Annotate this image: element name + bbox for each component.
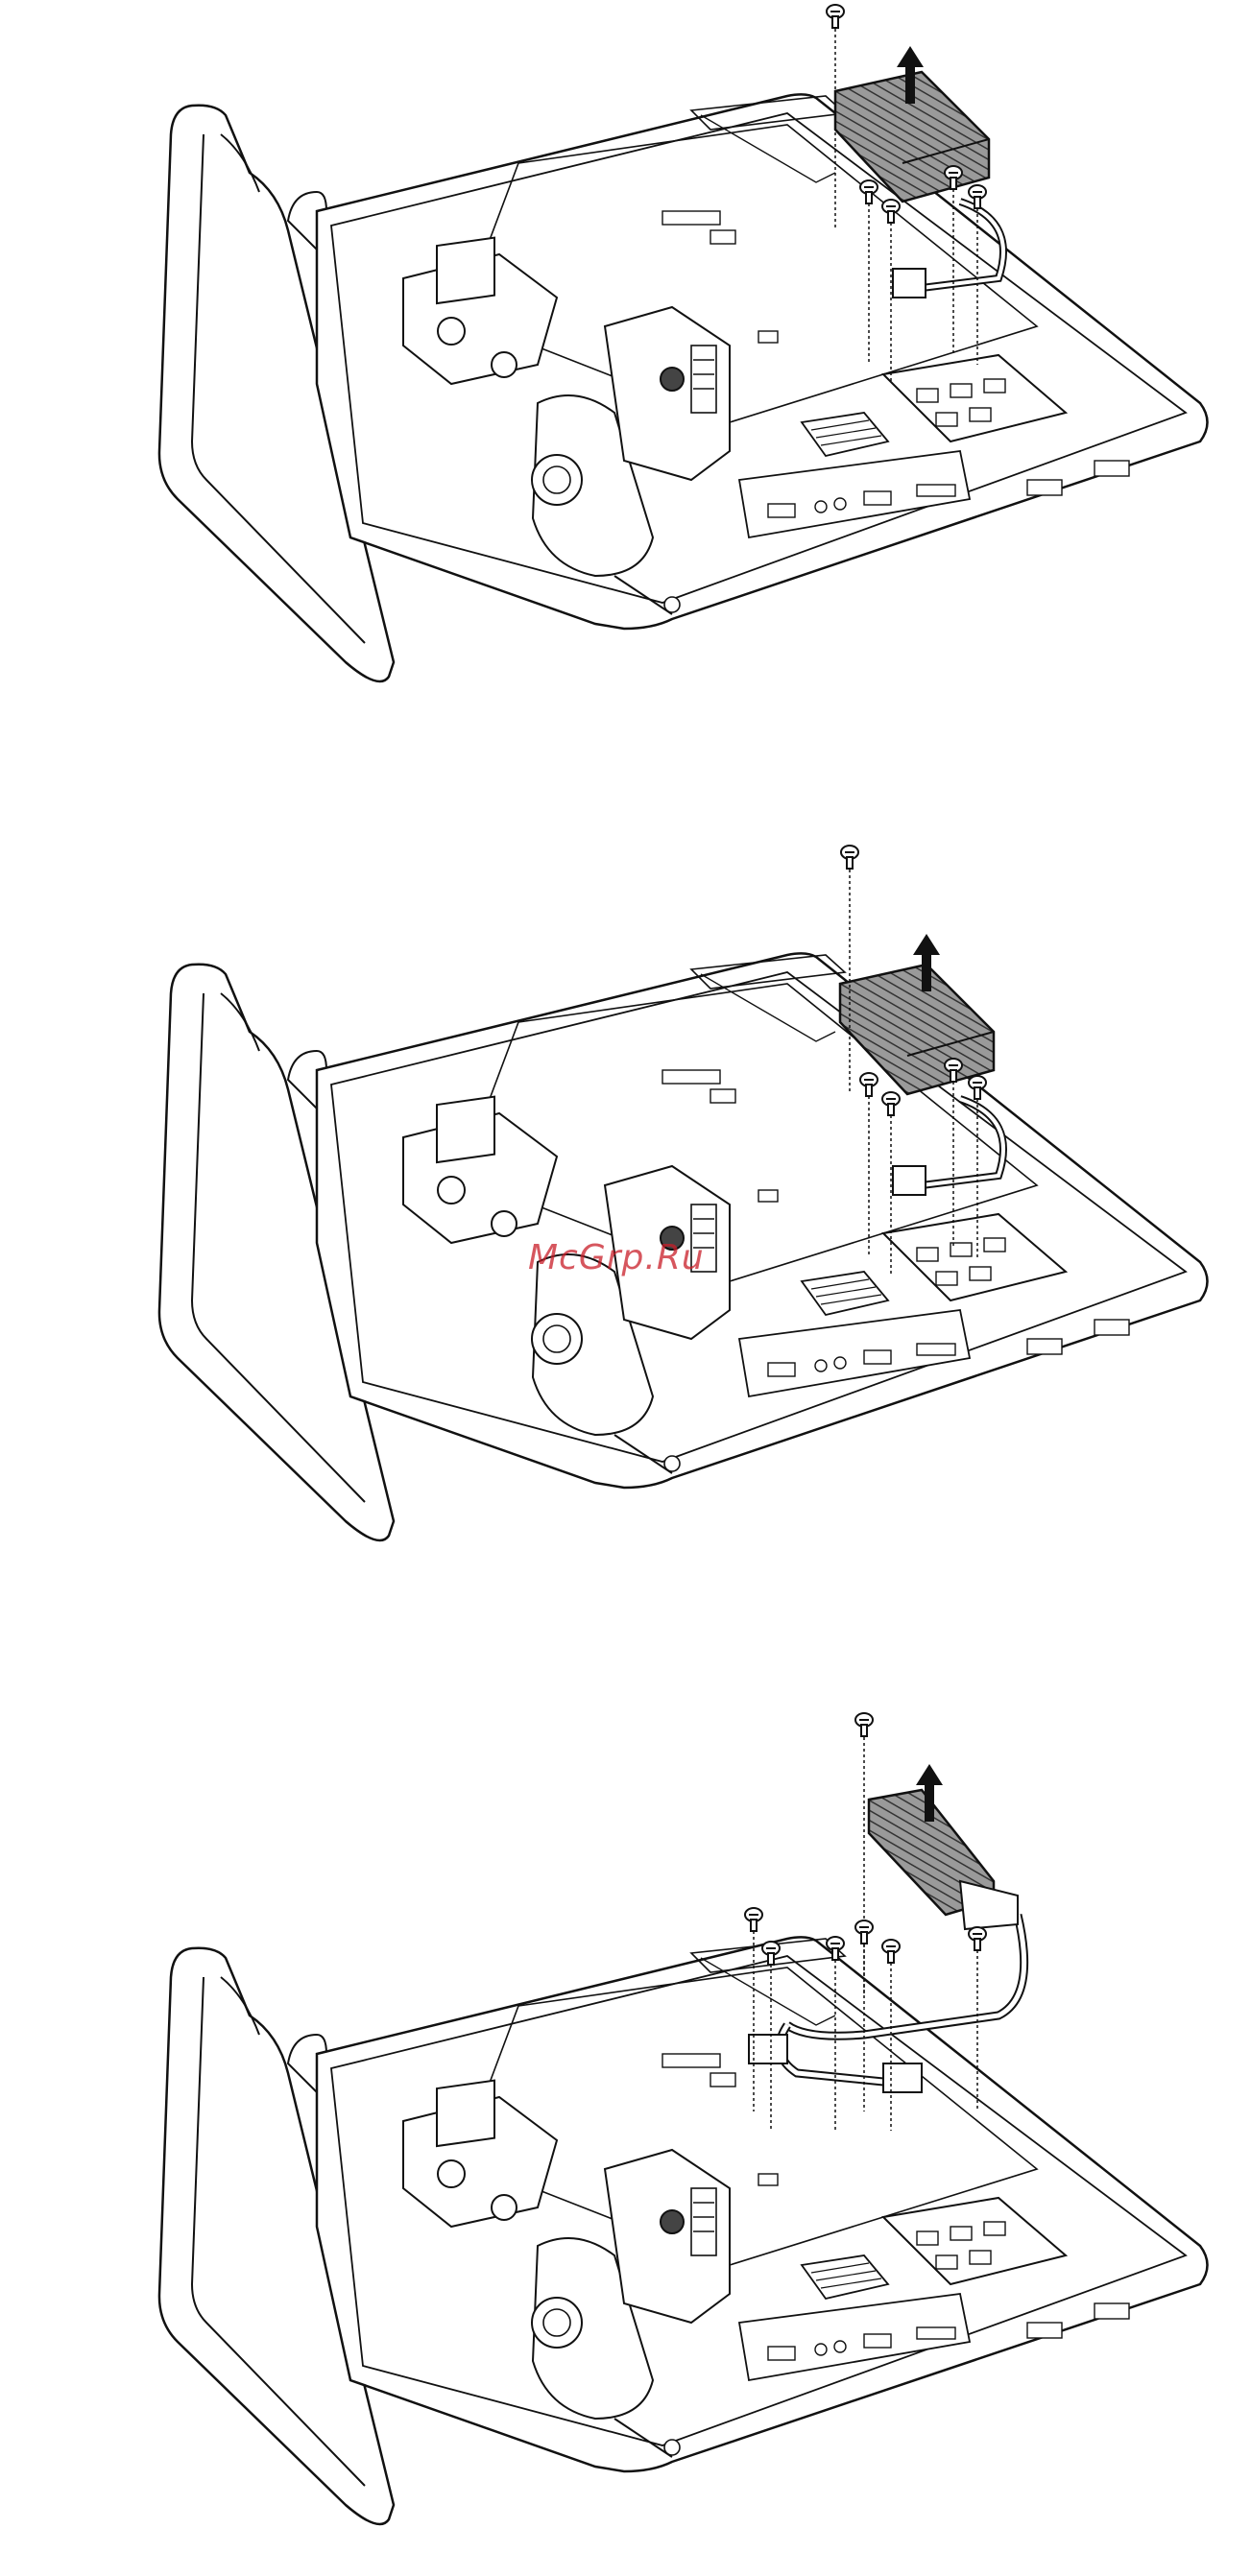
screw-icon xyxy=(827,5,844,28)
watermark-text: McGrp.Ru xyxy=(528,1238,705,1277)
step-1-panel xyxy=(0,0,1251,701)
step-3-panel xyxy=(0,1708,1251,2553)
step-2-panel xyxy=(0,845,1251,1612)
